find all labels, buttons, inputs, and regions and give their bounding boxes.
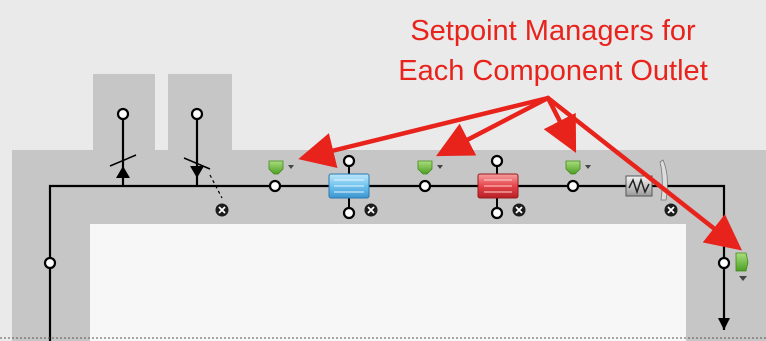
relief-air-branch	[183, 107, 230, 218]
node-icon	[116, 107, 130, 121]
setpoint-manager-icon	[735, 252, 749, 281]
annotation-arrows	[298, 95, 743, 251]
outdoor-air-branch	[109, 107, 137, 178]
arrow-down-icon	[718, 318, 730, 330]
mixing-box-icon	[209, 174, 223, 199]
arrow-up-icon	[116, 166, 130, 178]
cooling-coil	[328, 154, 379, 220]
inner-panel	[90, 224, 686, 341]
remove-icon	[363, 202, 379, 218]
damper-icon	[109, 154, 137, 167]
node-icon	[418, 179, 432, 193]
damper-icon	[183, 157, 211, 170]
node-icon	[268, 179, 282, 193]
node-icon	[717, 256, 731, 270]
remove-icon	[663, 202, 679, 218]
remove-icon	[511, 202, 527, 218]
arrow-down-icon	[190, 166, 204, 178]
node-icon	[43, 256, 57, 270]
annotation-line-1: Setpoint Managers for	[410, 15, 696, 47]
node-icon	[566, 179, 580, 193]
heating-coil	[477, 154, 527, 220]
remove-icon	[214, 202, 230, 218]
annotation-line-2: Each Component Outlet	[398, 55, 708, 87]
node-icon	[190, 107, 204, 121]
